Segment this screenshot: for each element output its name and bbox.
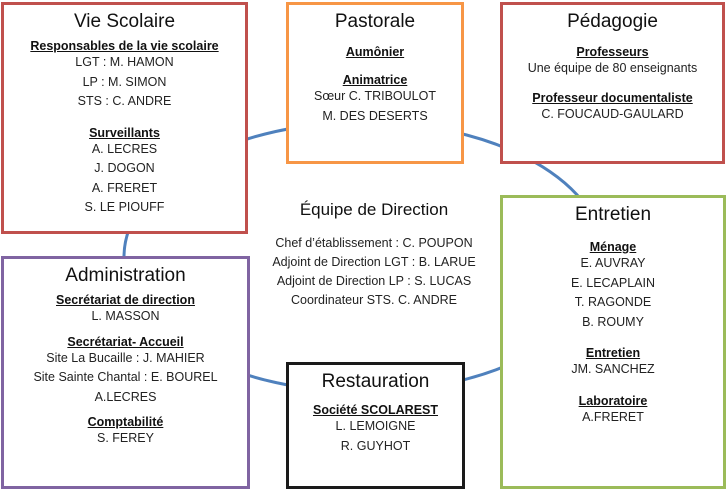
pastorale-section-aumonier: Aumônier	[345, 45, 405, 59]
restauration-box: Restauration Société SCOLAREST L. LEMOIG…	[286, 362, 465, 489]
entretien-line: T. RAGONDE	[574, 295, 652, 309]
pedagogie-line: C. FOUCAUD-GAULARD	[541, 106, 684, 121]
restauration-line: L. LEMOIGNE	[335, 419, 416, 433]
vie-scolaire-line: LP : M. SIMON	[82, 74, 167, 89]
vie-scolaire-line: LGT : M. HAMON	[75, 55, 174, 69]
entretien-box: Entretien Ménage E. AUVRAY E. LECAPLAIN …	[500, 195, 726, 489]
pastorale-title: Pastorale	[334, 11, 416, 32]
administration-line: Site La Bucaille : J. MAHIER	[46, 350, 205, 365]
pedagogie-box: Pédagogie Professeurs Une équipe de 80 e…	[500, 2, 725, 164]
entretien-section-laboratoire: Laboratoire	[578, 393, 648, 408]
vie-scolaire-section-responsables: Responsables de la vie scolaire	[30, 39, 219, 53]
direction-line: Adjoint de Direction LP : S. LUCAS	[276, 274, 472, 288]
administration-line: S. FEREY	[97, 431, 154, 445]
pastorale-box: Pastorale Aumônier Animatrice Sœur C. TR…	[286, 2, 464, 164]
vie-scolaire-title: Vie Scolaire	[73, 11, 176, 32]
restauration-section-scolarest: Société SCOLAREST	[312, 403, 439, 417]
pedagogie-section-professeurs: Professeurs	[576, 45, 649, 59]
entretien-line: E. AUVRAY	[580, 256, 646, 270]
restauration-title: Restauration	[321, 371, 430, 392]
entretien-line: B. ROUMY	[582, 314, 644, 329]
administration-section-accueil: Secrétariat- Accueil	[67, 334, 184, 349]
pastorale-line: Sœur C. TRIBOULOT	[313, 89, 436, 103]
direction-title: Équipe de Direction	[299, 200, 449, 219]
vie-scolaire-section-surveillants: Surveillants	[89, 125, 160, 140]
entretien-title: Entretien	[574, 204, 652, 225]
vie-scolaire-box: Vie Scolaire Responsables de la vie scol…	[1, 2, 248, 234]
pastorale-section-animatrice: Animatrice	[342, 73, 408, 87]
vie-scolaire-line: J. DOGON	[94, 161, 155, 175]
vie-scolaire-line: A. LECRES	[91, 141, 158, 156]
administration-line: Site Sainte Chantal : E. BOUREL	[33, 370, 218, 384]
administration-line: A.LECRES	[94, 389, 157, 404]
entretien-line: A.FRERET	[582, 409, 644, 424]
pastorale-line: M. DES DESERTS	[322, 108, 428, 123]
vie-scolaire-line: A. FRERET	[91, 180, 158, 195]
administration-section-comptabilite: Comptabilité	[87, 415, 164, 429]
administration-title: Administration	[65, 265, 186, 286]
pedagogie-line: Une équipe de 80 enseignants	[527, 61, 698, 75]
direction-line: Adjoint de Direction LGT : B. LARUE	[272, 255, 476, 269]
direction-team: Équipe de Direction Chef d’établissement…	[254, 200, 494, 310]
direction-line: Chef d’établissement : C. POUPON	[275, 236, 473, 250]
vie-scolaire-line: S. LE PIOUFF	[84, 200, 165, 214]
direction-line: Coordinateur STS. C. ANDRE	[290, 293, 458, 307]
administration-box: Administration Secrétariat de direction …	[1, 256, 250, 489]
entretien-line: JM. SANCHEZ	[571, 362, 655, 376]
pedagogie-title: Pédagogie	[567, 11, 658, 32]
entretien-section-menage: Ménage	[589, 240, 637, 254]
entretien-section-entretien: Entretien	[585, 346, 641, 360]
pedagogie-section-documentaliste: Professeur documentaliste	[532, 90, 693, 105]
vie-scolaire-line: STS : C. ANDRE	[77, 94, 172, 108]
administration-section-secretariat-direction: Secrétariat de direction	[56, 293, 195, 307]
restauration-line: R. GUYHOT	[340, 438, 411, 453]
administration-line: L. MASSON	[91, 309, 160, 323]
entretien-line: E. LECAPLAIN	[570, 275, 656, 290]
